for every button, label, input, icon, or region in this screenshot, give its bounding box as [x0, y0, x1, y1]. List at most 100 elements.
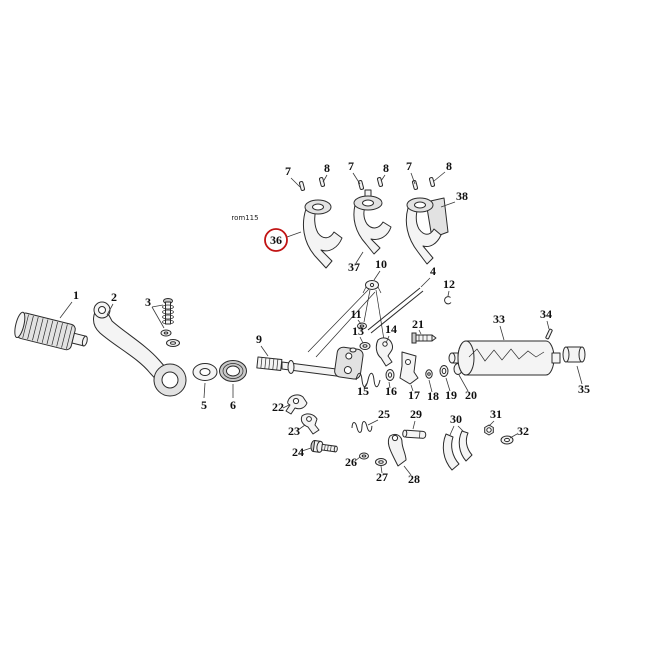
part-number-30: 30: [450, 412, 462, 426]
part-24-bolt: [310, 440, 338, 453]
callout-part-13: 13: [352, 324, 364, 344]
part-33-cam-drum: [448, 340, 561, 376]
part-number-17: 17: [408, 388, 420, 402]
part-number-20: 20: [465, 388, 477, 402]
part-number-28: 28: [408, 472, 420, 486]
callout-part-17: 17: [408, 384, 420, 402]
callout-part-14: 14: [385, 322, 397, 344]
callout-part-22: 22: [272, 400, 290, 414]
part-10-clevis: [362, 280, 382, 294]
part-34-pin: [545, 328, 553, 340]
part-21-screw: [411, 332, 437, 344]
part-number-22: 22: [272, 400, 284, 414]
callout-part-7a: 7: [285, 164, 301, 188]
part-number-23: 23: [288, 424, 300, 438]
part-8-pin: [428, 177, 436, 187]
part-number-8: 8: [446, 159, 452, 173]
callout-part-28: 28: [403, 465, 420, 486]
callout-part-8a: 8: [322, 161, 330, 183]
part-37-shifter-fork: [353, 189, 392, 255]
callout-part-33: 33: [493, 312, 505, 341]
callout-part-15: 15: [357, 382, 369, 398]
diagram-note: rom115: [231, 214, 258, 222]
callout-part-8c: 8: [433, 159, 452, 182]
part-number-38: 38: [456, 189, 468, 203]
part-7-pin: [357, 180, 365, 190]
callout-part-8b: 8: [380, 161, 389, 182]
callout-part-37: 37: [348, 251, 364, 274]
callout-part-20: 20: [458, 374, 477, 402]
part-3-screw-spring: [160, 298, 180, 347]
part-28-pawl-arm: [387, 433, 407, 467]
part-30-bracket: [442, 430, 473, 471]
part-23-pawl: [300, 413, 320, 435]
part-number-9: 9: [256, 332, 262, 346]
part-13-washer: [359, 342, 371, 350]
callout-part-23: 23: [288, 424, 306, 438]
part-number-12: 12: [443, 277, 455, 291]
part-number-7: 7: [406, 159, 412, 173]
part-18-washer: [425, 369, 433, 379]
part-number-4: 4: [430, 264, 436, 278]
part-number-15: 15: [357, 384, 369, 398]
part-number-3: 3: [145, 295, 151, 309]
part-36-shifter-fork: [302, 199, 343, 269]
callout-part-35: 35: [576, 365, 590, 396]
part-19-roller: [439, 365, 449, 377]
part-25-spring: [351, 420, 373, 433]
callout-part-36-highlighted: 36: [264, 228, 302, 252]
callout-part-32: 32: [509, 424, 529, 439]
part-31-nut: [484, 424, 494, 436]
part-1-foot-peg: [14, 311, 88, 351]
part-number-16: 16: [385, 384, 397, 398]
callout-part-31: 31: [488, 407, 502, 427]
callout-part-12: 12: [443, 277, 455, 297]
part-26-bushing: [359, 452, 369, 460]
part-27-washer: [375, 458, 387, 466]
part-number-5: 5: [201, 398, 207, 412]
part-6-spacer: [219, 360, 247, 382]
part-15-spring: [355, 372, 381, 388]
part-number-13: 13: [352, 324, 364, 338]
part-9-shifter-shaft: [256, 346, 364, 380]
callout-part-26: 26: [345, 455, 361, 469]
linkage-rods: [307, 288, 385, 358]
part-22-pawl: [285, 394, 308, 415]
callout-part-9: 9: [256, 332, 269, 357]
part-number-31: 31: [490, 407, 502, 421]
part-number-7: 7: [348, 159, 354, 173]
callout-part-3: 3: [145, 295, 165, 329]
part-number-24: 24: [292, 445, 304, 459]
callout-part-25: 25: [367, 407, 390, 426]
part-number-25: 25: [378, 407, 390, 421]
callout-part-24: 24: [292, 445, 312, 459]
part-number-14: 14: [385, 322, 397, 336]
part-number-19: 19: [445, 388, 457, 402]
part-number-8: 8: [383, 161, 389, 175]
part-8-pin: [376, 177, 384, 187]
part-number-18: 18: [427, 389, 439, 403]
callout-part-1: 1: [59, 288, 79, 319]
callout-part-6: 6: [230, 384, 236, 412]
callout-part-5: 5: [201, 382, 207, 412]
callout-part-18: 18: [427, 379, 439, 403]
part-number-26: 26: [345, 455, 357, 469]
callout-part-38: 38: [440, 189, 468, 208]
part-number-35: 35: [578, 382, 590, 396]
callout-part-21: 21: [412, 317, 424, 335]
part-number-29: 29: [410, 407, 422, 421]
part-32-washer: [500, 435, 514, 445]
part-8-pin: [318, 177, 326, 187]
part-38-shifter-fork: [405, 197, 449, 265]
part-number-11: 11: [350, 307, 361, 321]
part-number-2: 2: [111, 290, 117, 304]
part-2-shift-lever: [93, 301, 187, 397]
part-number-33: 33: [493, 312, 505, 326]
part-number-21: 21: [412, 317, 424, 331]
part-7-pin: [298, 181, 306, 191]
part-number-37: 37: [348, 260, 360, 274]
part-number-10: 10: [375, 257, 387, 271]
part-number-8: 8: [324, 161, 330, 175]
